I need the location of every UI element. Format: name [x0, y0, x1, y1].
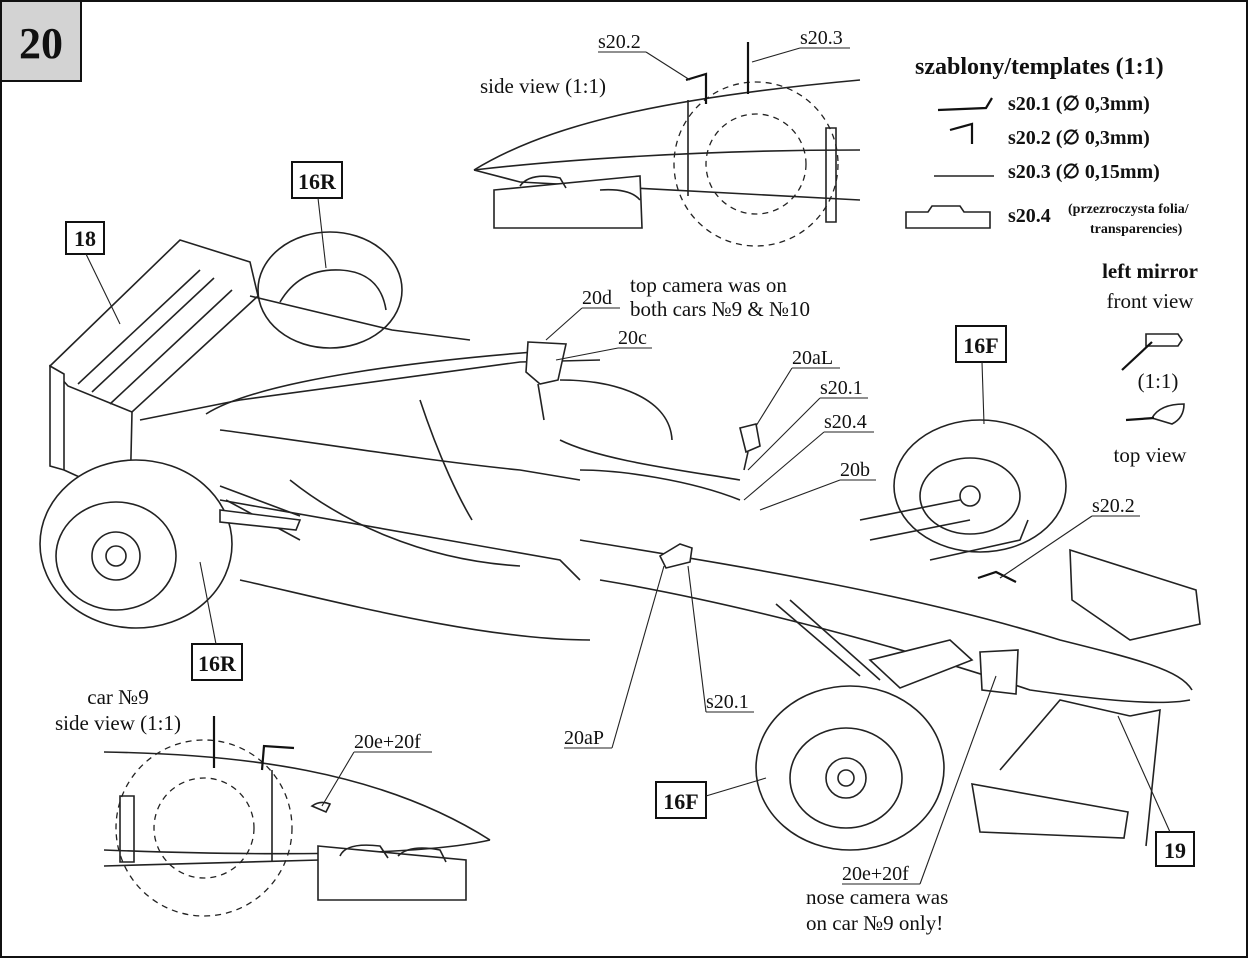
mirror-top-shape — [1150, 403, 1185, 425]
top-s20-2-label: s20.2 — [598, 31, 641, 53]
part-box-19-label: 19 — [1164, 838, 1186, 863]
mirror-top-label: top view — [1114, 443, 1188, 467]
part-box-18: 18 — [65, 221, 121, 325]
template-s20-4-note-1: (przezroczysta folia/ — [1068, 202, 1190, 217]
template-s20-4-note-2: transparencies) — [1090, 222, 1183, 237]
mirror-scale-label: (1:1) — [1138, 369, 1179, 393]
part-box-16r-top: 16R — [291, 161, 343, 269]
template-s20-2-label: s20.2 (∅ 0,3mm) — [1008, 127, 1150, 149]
callout-20aL: 20aL — [792, 347, 833, 369]
callout-20e-20f-left: 20e+20f — [354, 731, 421, 753]
camera-note-line-1: top camera was on — [630, 273, 787, 297]
page-number-box: 20 — [0, 0, 82, 82]
nose-note-line-1: nose camera was — [806, 885, 948, 909]
template-s20-3-label: s20.3 (∅ 0,15mm) — [1008, 161, 1160, 183]
callout-s20-1-lower: s20.1 — [706, 691, 749, 713]
car9-side-view-drawing: car №9 side view (1:1) 20e+20f — [55, 685, 491, 917]
callout-20e-20f-right: 20e+20f — [842, 863, 909, 885]
s20-4-template-shape — [905, 205, 991, 229]
callout-20aP: 20aP — [564, 727, 604, 749]
callout-s20-4: s20.4 — [824, 411, 867, 433]
top-side-view-drawing: side view (1:1) s20.2 s20.3 — [473, 27, 861, 247]
part-box-16f-bottom: 16F — [655, 777, 767, 819]
callout-20b: 20b — [840, 459, 870, 481]
part-box-19: 19 — [1117, 715, 1195, 867]
part-box-16r-bottom: 16R — [191, 561, 243, 681]
part-box-16r-bottom-label: 16R — [198, 651, 237, 676]
left-mirror-panel: left mirror front view (1:1) top view — [1102, 259, 1198, 467]
part-box-16f-bottom-label: 16F — [663, 789, 698, 814]
part-box-16f-right-label: 16F — [963, 333, 998, 358]
car9-label-line-1: car №9 — [87, 685, 148, 709]
callout-20c: 20c — [618, 327, 647, 349]
part-box-18-label: 18 — [74, 226, 96, 251]
main-car-drawing — [39, 231, 1201, 851]
callout-20d: 20d — [582, 287, 612, 309]
main-callouts: 20d top camera was on both cars №9 & №10… — [545, 273, 1140, 935]
template-s20-4-label: s20.4 — [1008, 205, 1051, 227]
templates-title: szablony/templates (1:1) — [915, 54, 1164, 80]
template-s20-1-label: s20.1 (∅ 0,3mm) — [1008, 93, 1150, 115]
part-box-16r-top-label: 16R — [298, 169, 337, 194]
mirror-title: left mirror — [1102, 259, 1198, 283]
s20-2-template-shape — [949, 122, 974, 144]
callout-s20-2-right: s20.2 — [1092, 495, 1135, 517]
s20-1-template-shape — [937, 97, 993, 112]
templates-panel: szablony/templates (1:1) s20.1 (∅ 0,3mm)… — [905, 54, 1190, 237]
mirror-front-label: front view — [1107, 289, 1195, 313]
side-view-label: side view (1:1) — [480, 74, 606, 98]
top-s20-3-label: s20.3 — [800, 27, 843, 49]
callout-s20-1-upper: s20.1 — [820, 377, 863, 399]
mirror-front-shape — [1145, 333, 1183, 347]
page-number: 20 — [19, 19, 63, 68]
nose-note-line-2: on car №9 only! — [806, 911, 943, 935]
camera-note-line-2: both cars №9 & №10 — [630, 297, 810, 321]
car9-label-line-2: side view (1:1) — [55, 711, 181, 735]
part-box-16f-right: 16F — [955, 325, 1007, 425]
